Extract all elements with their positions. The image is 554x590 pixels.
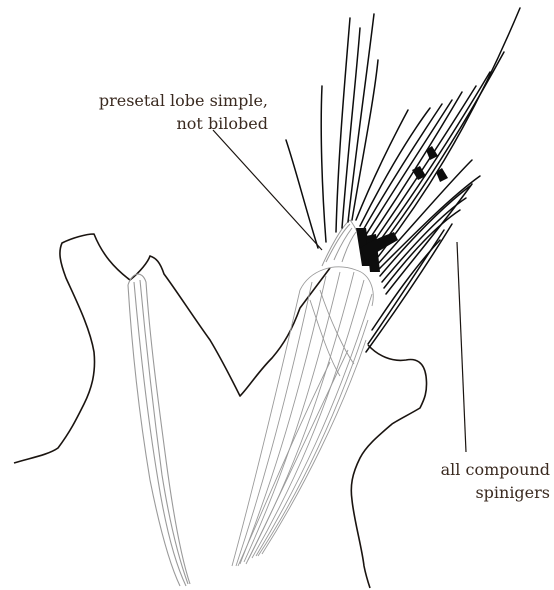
compound-spinigers — [286, 8, 520, 352]
presetal-lobe-label: presetal lobe simple, not bilobed — [36, 89, 268, 135]
compound-spinigers-label-line-2: spinigers — [400, 481, 550, 504]
compound-spinigers-label-line-1: all compound — [400, 458, 550, 481]
dorsal-aciculum — [128, 274, 190, 586]
presetal-lobe-label-line-1: presetal lobe simple, — [36, 89, 268, 112]
spiniger-leader-line — [457, 242, 466, 452]
presetal-lobe-label-line-2: not bilobed — [36, 112, 268, 135]
compound-spinigers-label: all compound spinigers — [400, 458, 550, 504]
parapodium-outline — [14, 234, 330, 463]
presetal-leader-line — [213, 130, 322, 250]
neuropodial-lobe — [232, 267, 373, 566]
